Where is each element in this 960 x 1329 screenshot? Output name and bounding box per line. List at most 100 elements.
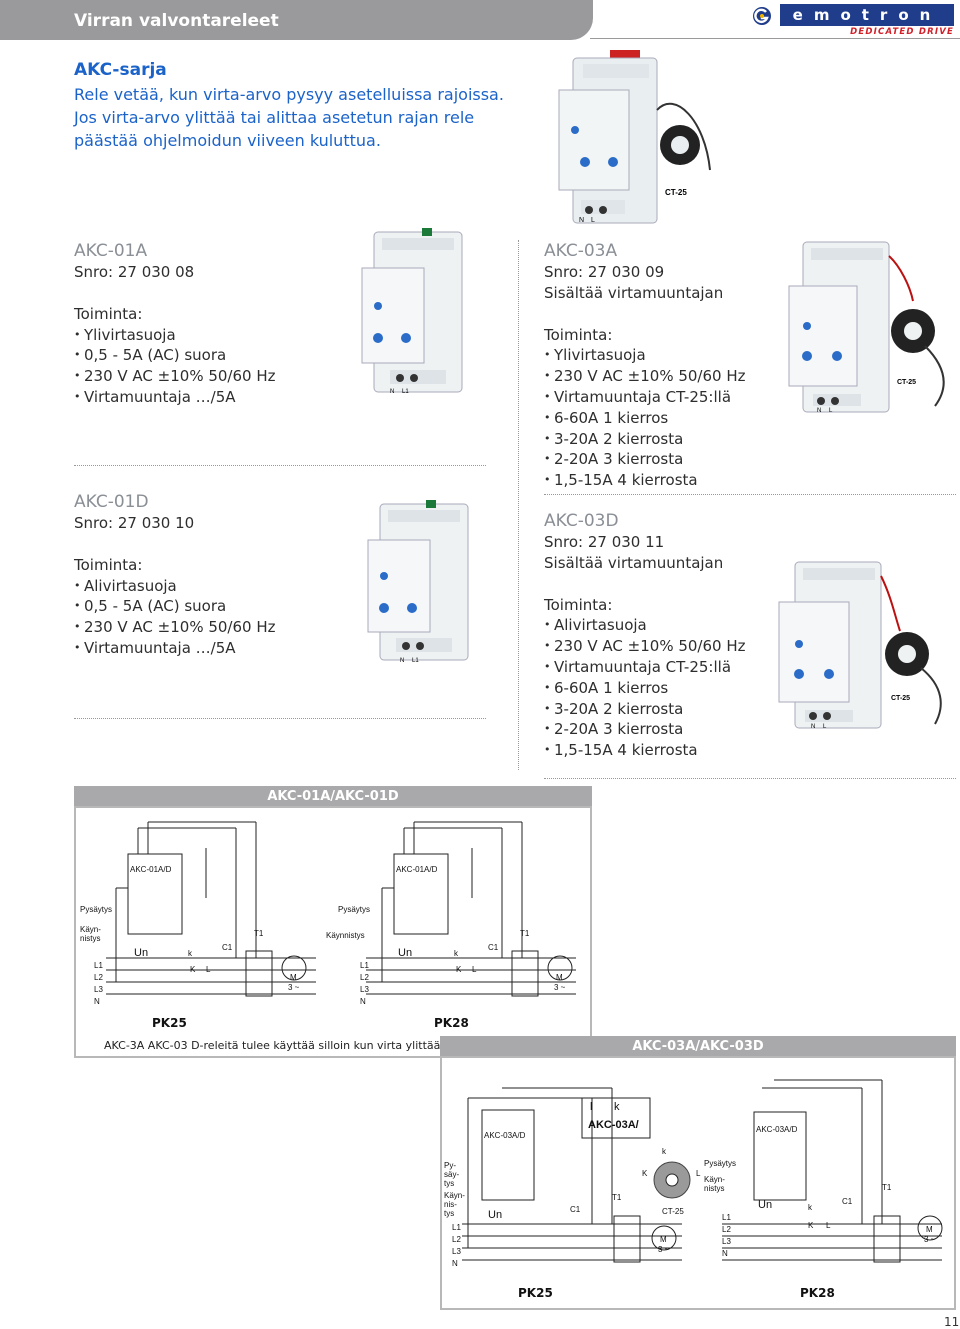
function-label: Toiminta: (74, 304, 143, 323)
n-label: N (452, 1259, 458, 1268)
function-bullet: 6-60A 1 kierros (544, 408, 746, 429)
function-label: Toiminta: (74, 555, 143, 574)
wiring-panel-title: AKC-03A/AKC-03D (440, 1036, 956, 1058)
l2-label: L2 (452, 1235, 461, 1244)
section-divider (544, 494, 956, 495)
k-label: k (188, 949, 193, 958)
n-label: N (94, 997, 100, 1006)
reset-label: Pysäytys (80, 905, 112, 914)
L-label: L (826, 1221, 831, 1230)
header-band (0, 0, 593, 40)
terminal-n-label: N (817, 408, 821, 414)
t1-label: T1 (612, 1193, 622, 1202)
function-bullet: 3-20A 2 kierrosta (544, 429, 746, 450)
terminal-l-label: L (591, 217, 595, 224)
start-label: nis- (444, 1200, 457, 1209)
function-bullet: 2-20A 3 kierrosta (544, 719, 746, 740)
akc03-device-image: CT-25 N L (558, 50, 711, 224)
start-label: Käyn- (444, 1191, 465, 1200)
reset-label: Pysäytys (338, 905, 370, 914)
akc01d-device-image: N L1 (367, 500, 469, 664)
function-bullet: Virtamuuntaja …/5A (74, 638, 276, 659)
zoom-l-label: l (590, 1101, 592, 1113)
function-bullet: Alivirtasuoja (74, 576, 276, 597)
wiring-diagram-akc01: AKC-01A/D Pysäytys Käyn- nistys Un L1 L2… (80, 821, 576, 1006)
l3-label: L3 (722, 1237, 731, 1246)
K-label: K (190, 965, 196, 974)
akc03a-device-image: CT-25 N L (788, 241, 945, 414)
product-akc03a: AKC-03A Snro: 27 030 09 Sisältää virtamu… (544, 240, 746, 491)
function-label: Toiminta: (544, 595, 613, 614)
description-line: Rele vetää, kun virta-arvo pysyy asetell… (74, 85, 504, 104)
ct-label: CT-25 (665, 188, 687, 197)
panel-caption: AKC-3A AKC-03 D-releitä tulee käyttää si… (104, 1039, 462, 1052)
c1-label: C1 (488, 943, 499, 952)
function-label: Toiminta: (544, 325, 613, 344)
product-snro: Snro: 27 030 10 (74, 514, 195, 532)
start-label: tys (444, 1209, 454, 1218)
l3-label: L3 (360, 985, 369, 994)
logo-mark-icon (753, 7, 771, 25)
header-rule (590, 38, 960, 39)
product-akc01a: AKC-01A Snro: 27 030 08 Toiminta: Ylivir… (74, 240, 276, 408)
terminal-l-label: L (829, 408, 833, 414)
product-snro: Snro: 27 030 09 (544, 263, 665, 281)
device-label: AKC-01A/D (130, 865, 172, 874)
start-label: Käyn- (704, 1175, 725, 1184)
function-bullet: 230 V AC ±10% 50/60 Hz (74, 617, 276, 638)
un-label: Un (758, 1199, 772, 1211)
terminal-l1-label: L1 (412, 658, 419, 664)
akc01a-device-image: N L1 (361, 228, 463, 395)
K-label: K (456, 965, 462, 974)
c1-label: C1 (842, 1197, 853, 1206)
t1-label: T1 (254, 929, 264, 938)
function-bullet: Virtamuuntaja …/5A (74, 387, 276, 408)
device-label: AKC-01A/D (396, 865, 438, 874)
function-bullet: 230 V AC ±10% 50/60 Hz (544, 636, 746, 657)
un-label: Un (398, 947, 412, 959)
function-bullet: 0,5 - 5A (AC) suora (74, 345, 276, 366)
ct-label: CT-25 (897, 379, 916, 386)
function-bullet: 1,5-15A 4 kierrosta (544, 470, 746, 491)
ct-label: CT-25 (891, 695, 910, 702)
terminal-l1-label: L1 (402, 389, 409, 395)
motor-label: M (290, 973, 297, 982)
description-line: Jos virta-arvo ylittää tai alittaa asete… (74, 108, 475, 127)
n-label: N (722, 1249, 728, 1258)
motor-label: M (556, 973, 563, 982)
motor-phase-label: 3 ~ (288, 983, 300, 992)
reset-label: tys (444, 1179, 454, 1188)
zoom-title: AKC-03A/ (588, 1119, 639, 1131)
reset-label: säy- (444, 1170, 459, 1179)
page-number: 11 (944, 1315, 960, 1329)
l3-label: L3 (452, 1247, 461, 1256)
l2-label: L2 (722, 1225, 731, 1234)
logo-tagline: DEDICATED DRIVE (850, 27, 954, 37)
reset-label: Py- (444, 1161, 456, 1170)
function-bullet: Virtamuuntaja CT-25:llä (544, 657, 746, 678)
terminal-n-label: N (400, 658, 404, 664)
motor-phase-label: 3 ~ (658, 1245, 670, 1254)
start-label: Käyn- (80, 925, 101, 934)
function-bullet: 1,5-15A 4 kierrosta (544, 740, 746, 761)
c1-label: C1 (570, 1205, 581, 1214)
section-divider (544, 778, 956, 779)
pk28-label: PK28 (434, 1016, 469, 1030)
start-label: nistys (704, 1184, 724, 1193)
product-akc03d: AKC-03D Snro: 27 030 11 Sisältää virtamu… (544, 510, 746, 761)
device-label: AKC-03A/D (484, 1131, 526, 1140)
product-code: AKC-03A (544, 241, 618, 261)
function-bullet: Ylivirtasuoja (544, 345, 746, 366)
series-description: Rele vetää, kun virta-arvo pysyy asetell… (74, 83, 514, 152)
wiring-diagram-akc03: AKC-03A/D Py- säy- tys Käyn- nis- tys Un… (444, 1079, 943, 1268)
motor-phase-label: 3 ~ (554, 983, 566, 992)
l3-label: L3 (94, 985, 103, 994)
L-label: L (472, 965, 477, 974)
K-label: K (808, 1221, 814, 1230)
product-code: AKC-01D (74, 492, 149, 512)
emotron-logo: emotron DEDICATED DRIVE (752, 4, 956, 38)
c1-label: C1 (222, 943, 233, 952)
k-label: k (454, 949, 459, 958)
un-label: Un (134, 947, 148, 959)
wiring-panel-akc03: AKC-03A/D Py- säy- tys Käyn- nis- tys Un… (440, 1056, 956, 1310)
